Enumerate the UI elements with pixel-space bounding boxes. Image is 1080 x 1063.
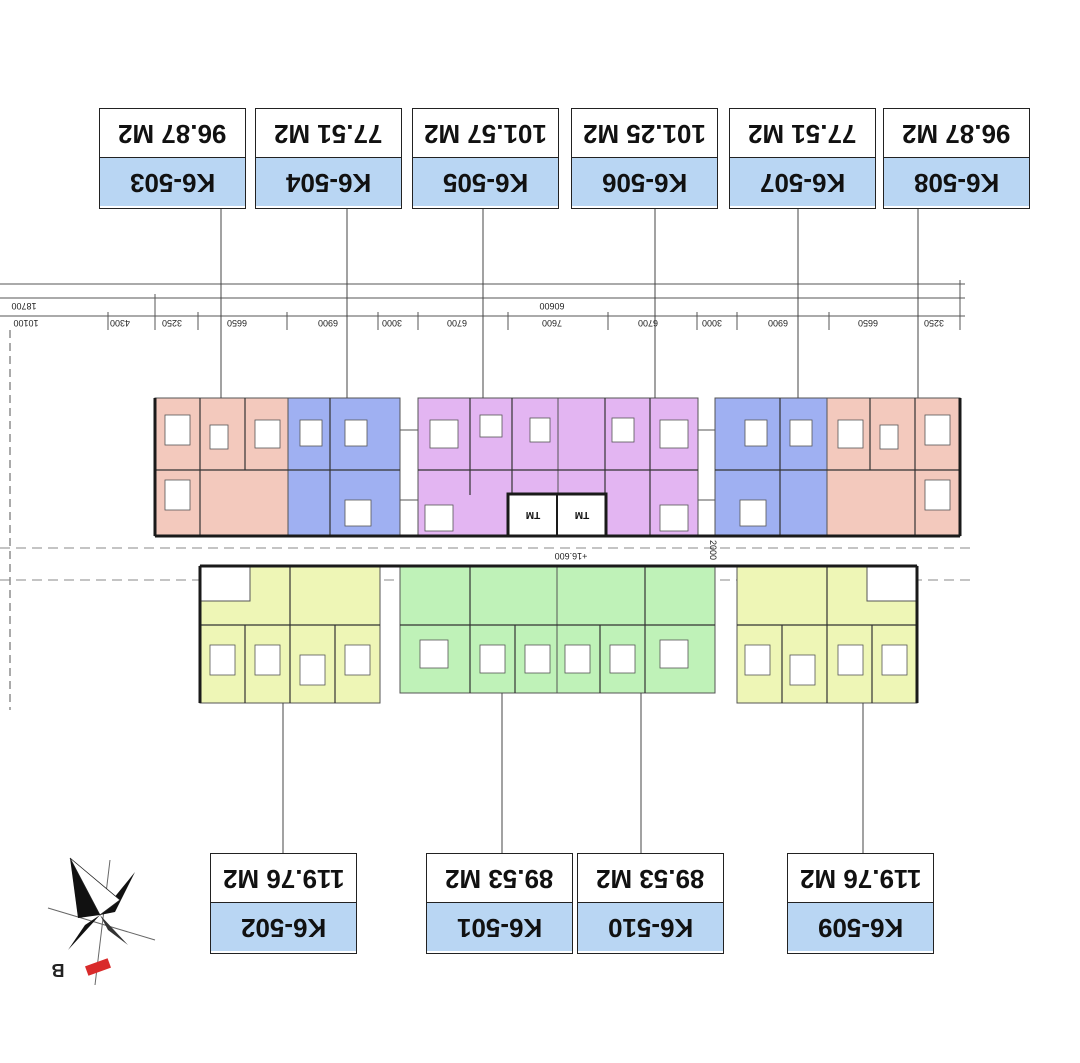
unit-code: K6-505 <box>413 158 558 206</box>
unit-label-k6-508: 96.87 M2 K6-508 <box>883 108 1030 209</box>
stair <box>199 565 251 602</box>
dim-seg: 3000 <box>382 318 402 328</box>
dim-seg: 3250 <box>162 318 182 328</box>
unit-code: K6-504 <box>256 158 401 206</box>
north-marker <box>85 958 111 976</box>
unit-label-k6-501: 89.53 M2 K6-501 <box>426 853 573 954</box>
unit-label-k6-502: 119.76 M2 K6-502 <box>210 853 357 954</box>
corridor-width: 2000 <box>708 540 718 560</box>
unit-area: 119.76 M2 <box>788 854 933 903</box>
core-label: TM <box>575 509 589 520</box>
service-gap <box>399 429 419 501</box>
dim-seg: 6700 <box>638 318 658 328</box>
dim-seg: 4300 <box>110 318 130 328</box>
unit-label-k6-506: 101.25 M2 K6-506 <box>571 108 718 209</box>
dim-seg: 6650 <box>227 318 247 328</box>
unit-area: 119.76 M2 <box>211 854 356 903</box>
unit-area: 89.53 M2 <box>578 854 723 903</box>
unit-code: K6-509 <box>788 903 933 951</box>
dim-seg: 6650 <box>858 318 878 328</box>
unit-area: 77.51 M2 <box>256 109 401 158</box>
unit-code: K6-502 <box>211 903 356 951</box>
unit-area: 77.51 M2 <box>730 109 875 158</box>
unit-label-k6-503: 96.87 M2 K6-503 <box>99 108 246 209</box>
bottom-walls <box>198 564 919 703</box>
dim-seg: 3250 <box>924 318 944 328</box>
unit-code: K6-508 <box>884 158 1029 206</box>
dim-seg: 6900 <box>768 318 788 328</box>
dim-seg: 6700 <box>447 318 467 328</box>
dim-seg: 6900 <box>318 318 338 328</box>
stair <box>866 565 918 602</box>
core-label: TM <box>526 509 540 520</box>
leader-lines <box>220 208 919 855</box>
compass-icon: B <box>47 857 156 986</box>
service-gap <box>697 429 716 501</box>
bottom-partitions <box>200 566 917 703</box>
furniture <box>164 414 951 532</box>
dim-seg: 10100 <box>13 318 38 328</box>
furniture <box>209 639 908 686</box>
unit-label-k6-504: 77.51 M2 K6-504 <box>255 108 402 209</box>
unit-k6-504-area <box>287 397 401 537</box>
unit-label-k6-509: 119.76 M2 K6-509 <box>787 853 934 954</box>
unit-k6-507-area <box>714 397 828 537</box>
unit-code: K6-501 <box>427 903 572 951</box>
dim-total: 60600 <box>539 301 564 311</box>
unit-k6-501-area <box>399 565 558 694</box>
dim-seg: 7600 <box>542 318 562 328</box>
dimension-texts: 60600 18700 10100 4300 3250 6650 6900 30… <box>11 301 944 328</box>
unit-area: 101.25 M2 <box>572 109 717 158</box>
unit-code: K6-507 <box>730 158 875 206</box>
compass-letter: B <box>52 960 65 980</box>
unit-code: K6-503 <box>100 158 245 206</box>
unit-k6-510-area <box>556 565 716 694</box>
unit-label-k6-510: 89.53 M2 K6-510 <box>577 853 724 954</box>
top-partitions <box>155 398 960 536</box>
unit-area: 96.87 M2 <box>100 109 245 158</box>
unit-area: 89.53 M2 <box>427 854 572 903</box>
dim-seg: 3000 <box>702 318 722 328</box>
elevation-label: +16.600 <box>555 551 588 561</box>
unit-area: 101.57 M2 <box>413 109 558 158</box>
unit-area: 96.87 M2 <box>884 109 1029 158</box>
unit-label-k6-507: 77.51 M2 K6-507 <box>729 108 876 209</box>
unit-code: K6-506 <box>572 158 717 206</box>
unit-label-k6-505: 101.57 M2 K6-505 <box>412 108 559 209</box>
unit-code: K6-510 <box>578 903 723 951</box>
dim-partial: 18700 <box>11 301 36 311</box>
